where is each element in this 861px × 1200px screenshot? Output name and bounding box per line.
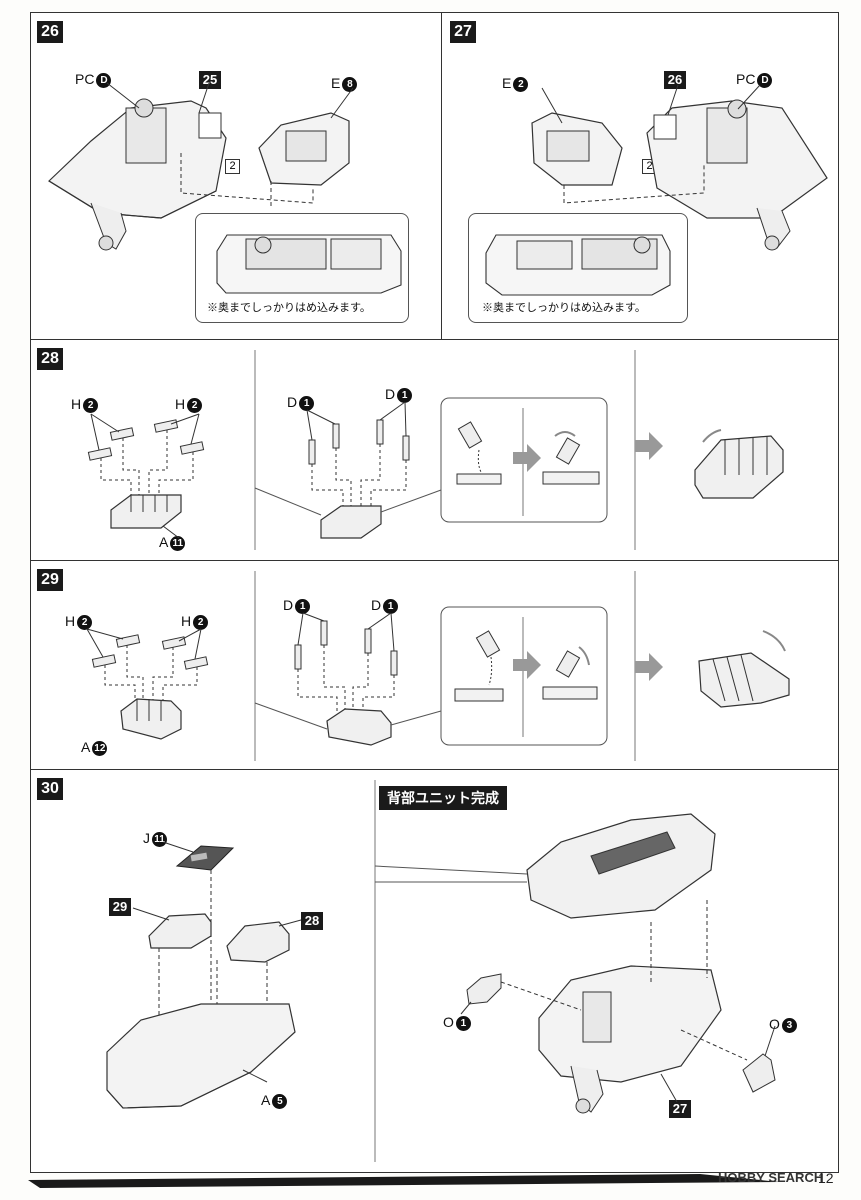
step-29-number: 29: [37, 569, 63, 591]
step-27-drawing: [485, 84, 828, 296]
d-label-text-r: D: [385, 386, 396, 402]
e-id-circle: 8: [342, 76, 358, 92]
ref-28: 28: [301, 912, 323, 930]
step-28-drawing: [87, 350, 784, 550]
d-label-text-29: D: [283, 597, 294, 613]
step-30-drawing: [106, 780, 776, 1162]
arrow-box-2: 2: [225, 159, 240, 174]
step-26-note: ※奥までしっかりはめ込みます。: [207, 302, 371, 314]
h-label-text: H: [71, 396, 82, 412]
h-id-circle: 2: [83, 397, 99, 413]
pc-label-text-27: PC: [736, 71, 756, 87]
step-29-drawing: [86, 571, 790, 761]
j-label-text: J: [143, 830, 150, 846]
step-26-panel: 26 PCD 25 E8 1 2 ※奥までしっかりはめ込みます。: [30, 12, 442, 340]
step-26-detail-inset: [195, 213, 409, 323]
pc-id-circle-27: D: [757, 72, 773, 88]
a-id-circle: 11: [170, 535, 186, 551]
hobby-search-watermark: HOBBY SEARCH: [718, 1170, 824, 1185]
e-id-circle-27: 2: [513, 76, 529, 92]
h-id-circle-29r: 2: [193, 614, 209, 630]
step-27-detail-inset: [468, 213, 688, 323]
completion-title: 背部ユニット完成: [379, 786, 507, 810]
d-label-text: D: [287, 394, 298, 410]
a-label-text-29: A: [81, 739, 91, 755]
o3-label-text: O: [769, 1016, 780, 1032]
h-label-text-r: H: [175, 396, 186, 412]
ref-27: 27: [669, 1100, 691, 1118]
ref-25: 25: [199, 71, 221, 89]
e-label-text: E: [331, 75, 341, 91]
h-id-circle-r: 2: [187, 397, 203, 413]
step-27-note: ※奥までしっかりはめ込みます。: [482, 302, 646, 314]
o1-id-circle: 1: [455, 1015, 471, 1031]
a-id-circle-30: 5: [272, 1093, 288, 1109]
d-label-text-29r: D: [371, 597, 382, 613]
d-id-circle-29: 1: [295, 598, 311, 614]
d-id-circle-29r: 1: [383, 598, 399, 614]
d-id-circle-r: 1: [397, 387, 413, 403]
h-label-text-29: H: [65, 613, 76, 629]
a-id-circle-29: 12: [92, 740, 108, 756]
step-30-number: 30: [37, 778, 63, 800]
step-28-number: 28: [37, 348, 63, 370]
j-id-circle: 11: [152, 831, 167, 847]
h-id-circle-29: 2: [77, 614, 93, 630]
h-label-text-29r: H: [181, 613, 192, 629]
o1-label-text: O: [443, 1014, 454, 1030]
step-26-number: 26: [37, 21, 63, 43]
o3-id-circle: 3: [781, 1017, 797, 1033]
step-26-drawing: [48, 82, 402, 294]
pc-label-text: PC: [75, 71, 95, 87]
page-number: 12: [818, 1170, 834, 1186]
a-label-text-30: A: [261, 1092, 271, 1108]
step-27-number: 27: [450, 21, 476, 43]
ref-26: 26: [664, 71, 686, 89]
ref-29: 29: [109, 898, 131, 916]
e-label-text-27: E: [502, 75, 512, 91]
d-id-circle: 1: [299, 395, 315, 411]
a-label-text: A: [159, 534, 169, 550]
